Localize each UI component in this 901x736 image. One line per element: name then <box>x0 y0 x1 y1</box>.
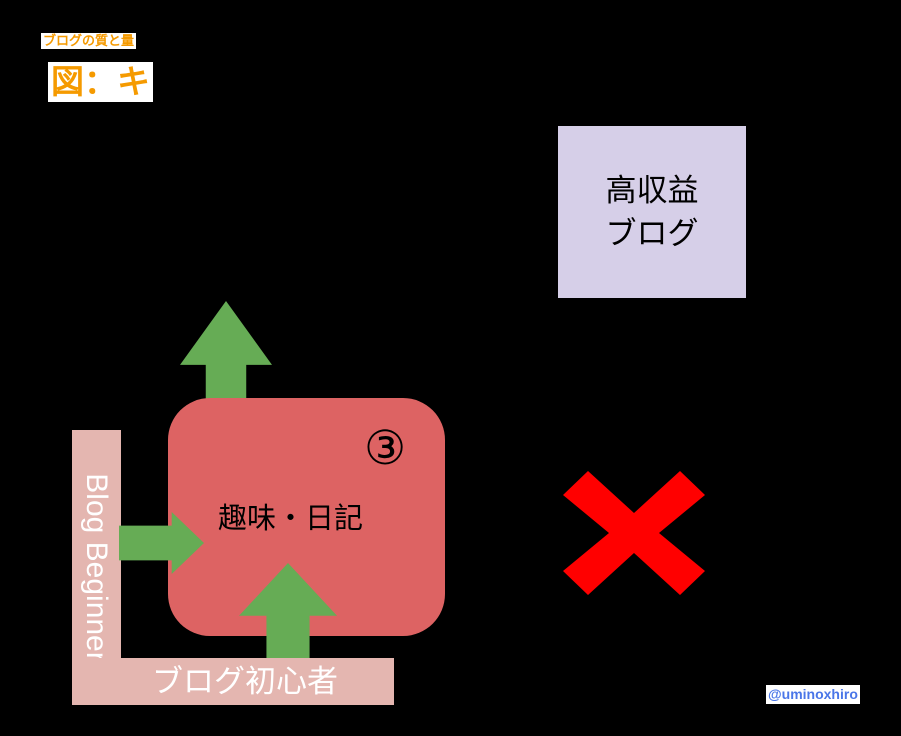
x-mark-icon <box>563 471 705 595</box>
goal-box: 高収益 ブログ <box>558 126 746 298</box>
horizontal-axis-label: ブログ初心者 <box>152 664 338 699</box>
series-caption: ブログの質と量 <box>41 33 137 49</box>
topic-box: ③ 趣味・日記 <box>168 398 445 636</box>
topic-box-label: 趣味・日記 <box>218 503 364 535</box>
topic-box-number: ③ <box>364 421 407 474</box>
figure-caption: 図：キ <box>48 62 153 102</box>
horizontal-axis-bar: ブログ初心者 <box>72 658 394 705</box>
goal-box-label: 高収益 ブログ <box>605 173 699 251</box>
watermark-handle: @uminoxhiro <box>766 685 860 704</box>
